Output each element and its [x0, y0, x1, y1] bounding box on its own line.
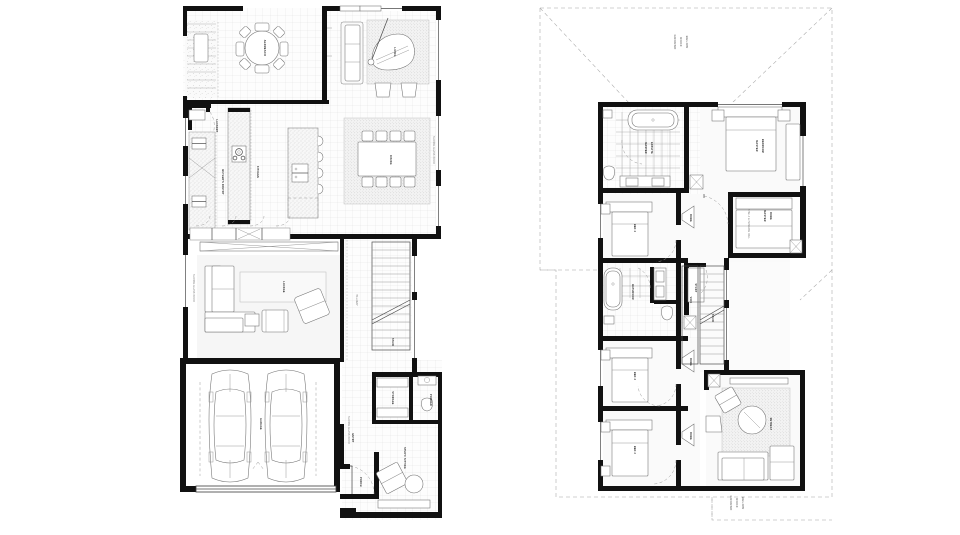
- room-bathroom: BATHROOM: [598, 263, 688, 341]
- label-master-robe-2: ROBE: [769, 212, 771, 220]
- room-living: LIVING: [327, 5, 441, 106]
- label-roof-below-bottom: GROUND ROOF BELOW: [729, 495, 745, 511]
- svg-text:BELOW: BELOW: [741, 497, 745, 510]
- room-garage: GARAGE SLIDING GLASS DOOR: [180, 358, 350, 493]
- label-alfresco: ALFRESCO: [263, 40, 267, 57]
- car-icon-left: [208, 369, 252, 483]
- kitchen-south-bench: [189, 215, 291, 241]
- svg-text:ROOF: ROOF: [735, 498, 739, 508]
- label-stair-upper: STAIR: [711, 314, 714, 322]
- label-powder: POWDER: [429, 394, 431, 406]
- label-study-upper: STUDY: [694, 283, 696, 292]
- label-bed2: BED 2: [633, 446, 635, 455]
- label-butlers-pantry: BUTLER'S PANTRY: [221, 169, 224, 194]
- room-stair-void-upper: STAIR VOID: [681, 258, 729, 374]
- room-dining: DINING: [343, 117, 431, 205]
- room-master-bedroom: MASTER BEDROOM: [700, 102, 806, 200]
- label-robe-bed4: ROBE: [689, 214, 691, 222]
- label-bed4: BED 4: [633, 224, 636, 233]
- label-kitchen: KITCHEN: [256, 166, 258, 178]
- room-laundry: LAUNDRY: [188, 104, 218, 137]
- label-bathroom: BATHROOM: [631, 284, 634, 300]
- rooms-storage-powder: STORAGE POWDER: [372, 372, 442, 424]
- label-hallway: HALLWAY: [355, 294, 358, 306]
- label-master-ensuite-1: MASTER: [644, 142, 647, 153]
- label-lounge: LOUNGE: [282, 281, 284, 293]
- label-robe-bed3: ROBE: [689, 358, 691, 366]
- label-study-sitting: STUDY/ SITTING: [403, 447, 405, 469]
- svg-text:GROUND: GROUND: [729, 495, 733, 511]
- label-storage: STORAGE: [391, 391, 394, 404]
- annotation-shelf-rail: SHELF & HANGING RAIL: [747, 209, 750, 239]
- label-roof-below-top: GROUND ROOF BELOW: [673, 34, 689, 50]
- room-master-ensuite: MASTER ENSUITE: [598, 102, 728, 193]
- label-master-bedroom-1: MASTER: [755, 140, 758, 151]
- label-master-bedroom-2: BEDROOM: [761, 139, 763, 153]
- room-master-robe: MASTER ROBE SHELF & HANGING RAIL: [703, 192, 806, 258]
- label-laundry: LAUNDRY: [215, 119, 218, 132]
- roof-below-outline: [539, 7, 833, 521]
- label-robe-bed2: ROBE: [689, 432, 691, 440]
- label-entry: ENTRY: [351, 433, 353, 442]
- annotation-sliding-door-east: SLIDING GLASS DOOR: [432, 136, 435, 164]
- annotation-garage-door: SLIDING GLASS DOOR: [347, 416, 350, 444]
- room-bed2: BED 2 ROBE: [598, 385, 695, 491]
- svg-text:BELOW: BELOW: [685, 36, 689, 49]
- label-dining: DINING: [389, 155, 391, 165]
- room-alfresco: ALFRESCO: [183, 6, 332, 108]
- svg-text:ROOF: ROOF: [679, 37, 683, 47]
- label-stair-ground: STAIR: [391, 338, 394, 346]
- room-kitchen: KITCHEN: [227, 107, 324, 225]
- car-icon-right: [264, 369, 308, 483]
- room-hallway-stair: STAIR HALLWAY: [340, 238, 417, 374]
- first-floor-plan: GROUND ROOF BELOW GROUND ROOF BELOW: [539, 7, 833, 521]
- label-retreat: RETREAT: [769, 418, 772, 431]
- label-porch: PORCH: [359, 477, 361, 487]
- svg-text:GROUND: GROUND: [673, 34, 677, 50]
- room-lounge: SLIDING GLASS DOOR LOUNGE: [183, 239, 339, 359]
- room-retreat: RETREAT: [690, 370, 805, 491]
- label-living: LIVING: [393, 47, 395, 56]
- annotation-sliding-door-west: SLIDING GLASS DOOR: [192, 274, 195, 302]
- label-void: VOID: [689, 297, 691, 304]
- rooms-entry-study-porch: ENTRY PORCH STUDY/ SITTING: [340, 424, 442, 518]
- label-master-ensuite-2: ENSUITE: [650, 142, 652, 154]
- room-bed4: BED 4 ROBE: [598, 193, 695, 263]
- label-garage: GARAGE: [259, 418, 262, 430]
- label-bed3: BED 3: [633, 372, 635, 381]
- label-master-robe-1: MASTER: [763, 210, 766, 221]
- ground-floor-plan: ALFRESCO: [180, 5, 442, 520]
